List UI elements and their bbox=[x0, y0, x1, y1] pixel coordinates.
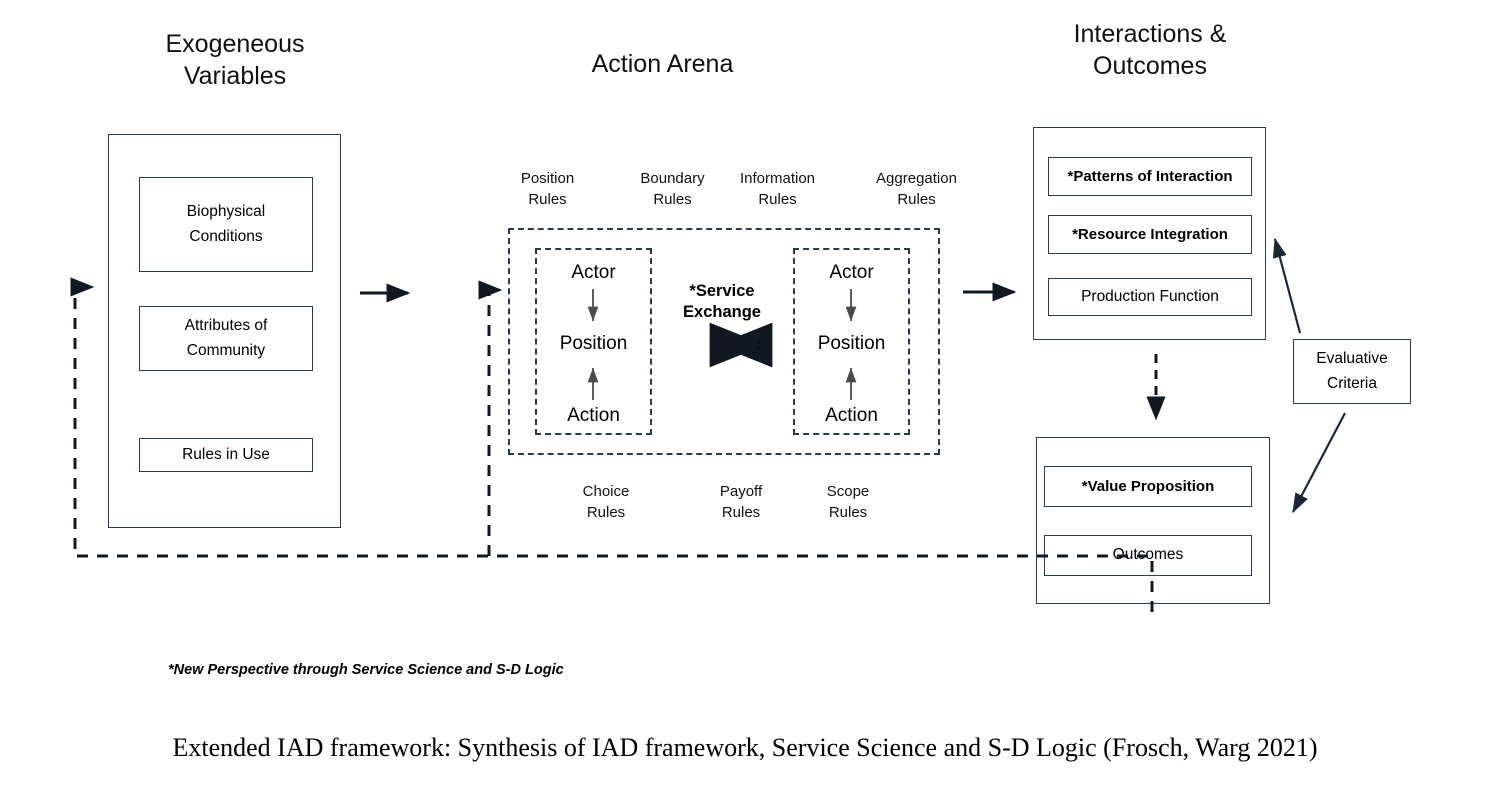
actor-left-position-label: Position bbox=[559, 333, 628, 354]
rule-label-aggregation-rules: Aggregation Rules bbox=[876, 170, 957, 208]
interactions-item-production-function[interactable]: Production Function bbox=[1048, 278, 1252, 316]
actor-right-position-label: Position bbox=[817, 333, 886, 354]
arrow-evaluative-to-outcomes bbox=[1292, 412, 1346, 514]
actor-left-actor-label: Actor bbox=[571, 262, 616, 283]
footnote-new-perspective: *New Perspective through Service Science… bbox=[168, 662, 564, 678]
column-title-exogenous-variables: Exogeneous Variables bbox=[165, 30, 305, 90]
figure-caption: Extended IAD framework: Synthesis of IAD… bbox=[172, 733, 1318, 762]
evaluative-criteria-box[interactable]: Evaluative Criteria bbox=[1293, 339, 1411, 404]
rule-label-choice-rules: Choice Rules bbox=[582, 483, 630, 521]
outcomes-item-value-proposition[interactable]: *Value Proposition bbox=[1044, 466, 1252, 507]
rule-label-position-rules: Position Rules bbox=[520, 170, 575, 208]
arrow-evaluative-to-interactions bbox=[1272, 237, 1302, 334]
outcomes-panel bbox=[1036, 437, 1270, 604]
exogenous-item-attributes-of-community[interactable]: Attributes of Community bbox=[139, 306, 313, 371]
rule-label-information-rules: Information Rules bbox=[739, 170, 816, 208]
actor-right-action-label: Action bbox=[825, 405, 878, 426]
rule-label-boundary-rules: Boundary Rules bbox=[640, 170, 705, 208]
outcomes-item-outcomes[interactable]: Outcomes bbox=[1044, 535, 1252, 576]
feedback-branch-to-action-arena bbox=[478, 280, 503, 556]
rule-label-payoff-rules: Payoff Rules bbox=[719, 483, 763, 521]
column-title-interactions-outcomes: Interactions & Outcomes bbox=[1073, 20, 1227, 80]
rule-label-scope-rules: Scope Rules bbox=[826, 483, 870, 521]
exogenous-item-biophysical-conditions[interactable]: Biophysical Conditions bbox=[139, 177, 313, 272]
service-exchange-label: *Service Exchange bbox=[683, 282, 761, 322]
actor-left-action-label: Action bbox=[567, 405, 620, 426]
actor-right-actor-label: Actor bbox=[829, 262, 874, 283]
interactions-item-resource-integration[interactable]: *Resource Integration bbox=[1048, 215, 1252, 254]
exogenous-item-rules-in-use[interactable]: Rules in Use bbox=[139, 438, 313, 472]
interactions-item-patterns-of-interaction[interactable]: *Patterns of Interaction bbox=[1048, 157, 1252, 196]
column-title-action-arena: Action Arena bbox=[591, 50, 734, 78]
